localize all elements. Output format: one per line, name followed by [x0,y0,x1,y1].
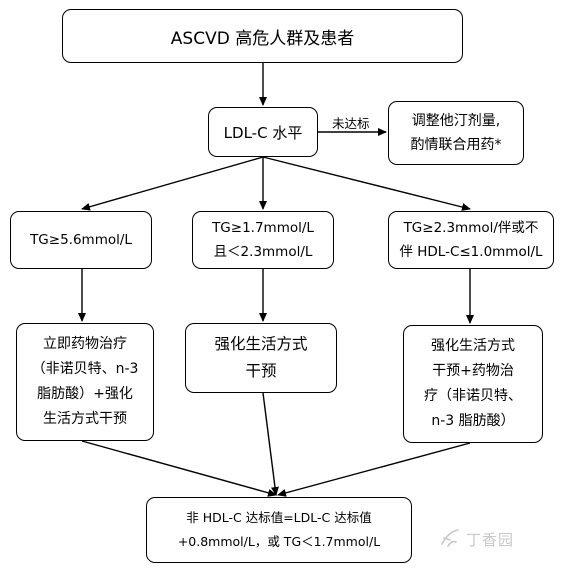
treatment-line: 干预+药物治 [432,363,514,379]
condition-line: TG≥5.6mmol/L [30,232,132,248]
treatment-line: 强化生活方式 [431,338,515,354]
treatment-line: 疗（非诺贝特、 [424,388,522,404]
title-box: ASCVD 高危人群及患者 [62,9,463,63]
treatment-line: n-3 脂肪酸） [431,413,515,429]
condition-box-tg-moderate: TG≥1.7mmol/L 且＜2.3mmol/L [192,211,334,269]
target-line: +0.8mmol/L，或 TG＜1.7mmol/L [177,534,381,549]
condition-line: TG≥1.7mmol/L [212,220,314,236]
arrow-t3-to-target [277,442,471,497]
adjust-line: 调整他汀剂量, [411,113,501,129]
treatment-box-immediate-drug: 立即药物治疗 （非诺贝特、n-3 脂肪酸）+强化 生活方式干预 [16,323,154,441]
treatment-line: 生活方式干预 [43,411,127,427]
treatment-line: 脂肪酸）+强化 [37,386,133,402]
ldl-level-text: LDL-C 水平 [223,123,303,142]
treatment-line: 干预 [245,362,277,380]
arrow-t2-to-target [262,392,279,496]
condition-line: 伴 HDL-C≤1.0mmol/L [399,244,543,260]
condition-line: 且＜2.3mmol/L [213,244,313,260]
not-met-label: 未达标 [332,116,370,131]
arrow-t1-to-target [81,440,277,497]
treatment-line: 强化生活方式 [214,335,308,353]
treatment-line: 立即药物治疗 [43,336,127,352]
condition-box-tg-high: TG≥5.6mmol/L [10,211,152,269]
condition-line: TG≥2.3mmol/伴或不 [403,220,539,236]
ldl-level-box: LDL-C 水平 [208,107,318,157]
watermark-text: 丁香园 [466,531,515,549]
treatment-box-lifestyle: 强化生活方式 干预 [185,323,337,393]
arrow-ldl-to-tg3 [262,156,471,211]
adjust-line: 酌情联合用药* [410,137,502,153]
target-line: 非 HDL-C 达标值=LDL-C 达标值 [186,510,372,525]
watermark-logo-icon [441,529,459,547]
arrow-ldl-to-tg1 [81,156,264,211]
treatment-line: （非诺贝特、n-3 [31,361,139,377]
target-goal-box: 非 HDL-C 达标值=LDL-C 达标值 +0.8mmol/L，或 TG＜1.… [146,497,412,563]
adjust-statin-box: 调整他汀剂量, 酌情联合用药* [388,101,524,165]
condition-box-tg-hdl: TG≥2.3mmol/伴或不 伴 HDL-C≤1.0mmol/L [388,211,554,269]
title-text: ASCVD 高危人群及患者 [170,28,355,49]
treatment-box-lifestyle-drug: 强化生活方式 干预+药物治 疗（非诺贝特、 n-3 脂肪酸） [403,325,543,443]
